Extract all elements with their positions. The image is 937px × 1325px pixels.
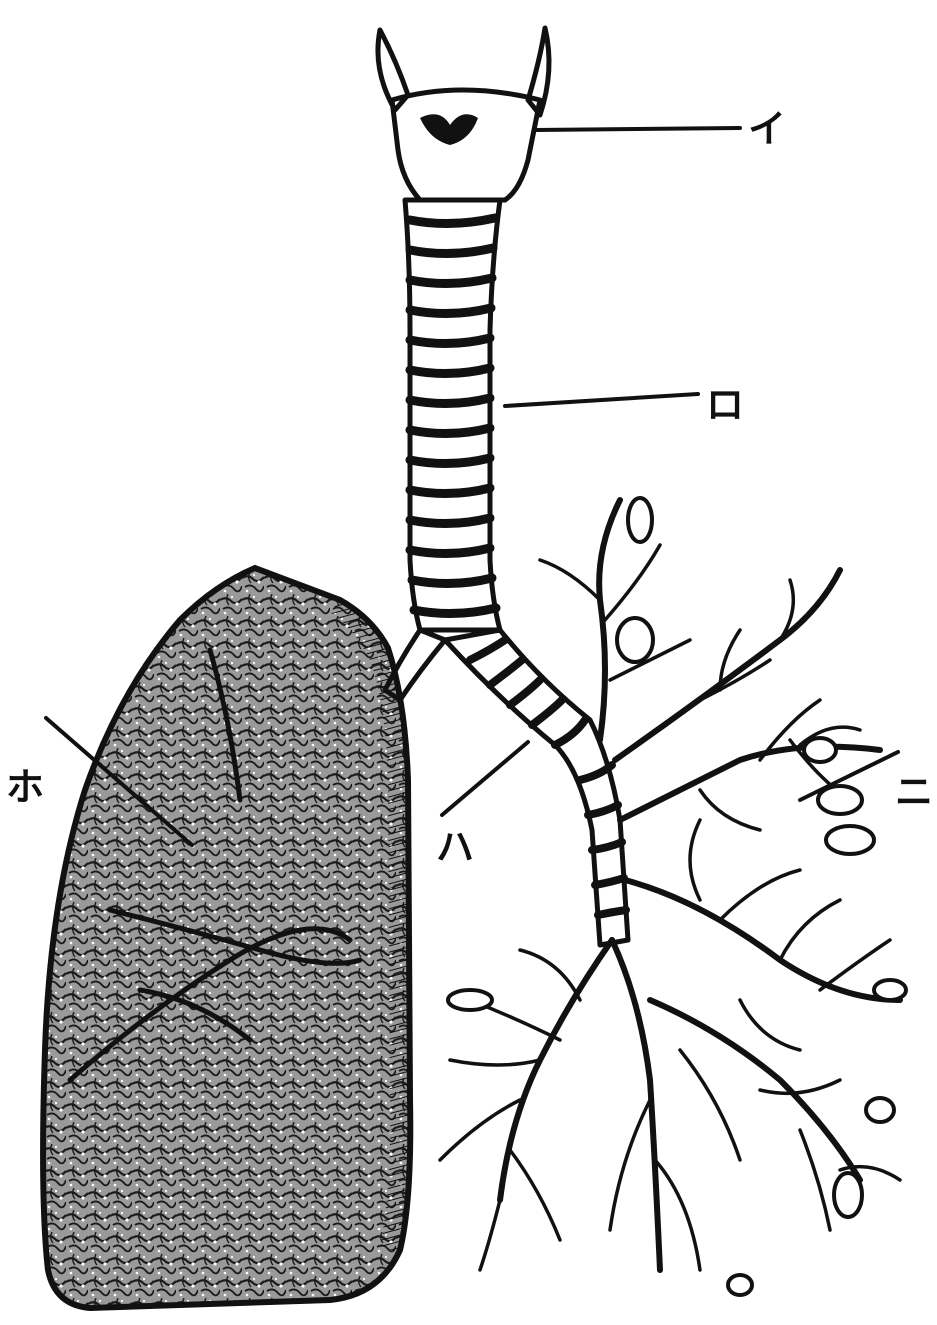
alveolus bbox=[874, 980, 906, 1000]
label-bronchioles: ニ bbox=[895, 769, 933, 814]
alveolus bbox=[834, 1173, 862, 1217]
label-lung: ホ bbox=[6, 764, 44, 809]
leader-line-larynx bbox=[535, 128, 740, 130]
label-larynx: イ bbox=[748, 106, 786, 151]
trachea-rings bbox=[410, 218, 496, 614]
label-bronchus: ハ bbox=[436, 824, 474, 869]
alveolus bbox=[628, 498, 652, 542]
alveolus bbox=[448, 990, 492, 1010]
leader-line-bronchus bbox=[442, 742, 528, 815]
lung bbox=[43, 568, 410, 1308]
larynx bbox=[392, 90, 540, 200]
alveolus bbox=[866, 1098, 894, 1122]
bronchial-tree bbox=[440, 498, 906, 1295]
label-trachea: ロ bbox=[706, 382, 744, 427]
alveolus bbox=[818, 786, 862, 814]
larynx-opening bbox=[420, 114, 478, 145]
alveolus bbox=[617, 618, 653, 662]
alveolus bbox=[826, 826, 874, 854]
leader-line-trachea bbox=[505, 394, 698, 406]
lung-body bbox=[43, 568, 410, 1308]
airway bbox=[378, 28, 628, 945]
trachea bbox=[405, 200, 500, 630]
alveolus bbox=[728, 1275, 752, 1295]
alveolus bbox=[804, 738, 836, 762]
